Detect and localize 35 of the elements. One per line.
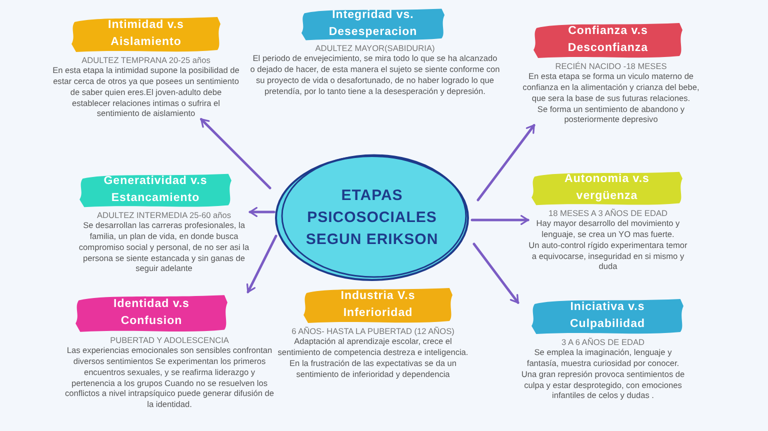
- stage-title: Iniciativa v.s Culpabilidad: [569, 300, 646, 332]
- arrow: [246, 234, 278, 294]
- age-range: 18 MESES A 3 AÑOS DE EDAD: [548, 208, 668, 218]
- central-title: ETAPAS PSICOSOCIALES SEGUN ERIKSON: [304, 186, 440, 250]
- arrow: [200, 118, 272, 190]
- description-text: Un auto-control rígido experimentara temor a equivocarse, inseguridad en si mismo y duda: [528, 240, 688, 272]
- age-range: PUBERTAD Y ADOLESCENCIA: [110, 335, 229, 346]
- description-text: Se desarrollan las carreras profesionales, la familia, un plan de vida, en donde busca compromiso social y personal, de no ser asi la persona se siente estancada y sin ganas de seguir adelante: [78, 220, 250, 274]
- arrow: [476, 124, 536, 202]
- age-range: ADULTEZ MAYOR(SABIDURIA): [315, 43, 435, 54]
- description-text: Se emplea la imaginación, lenguaje y fantasía, muestra curiosidad por conocer.: [526, 347, 680, 369]
- description-text: Las experiencias emocionales son sensibles confrontan diversos sentimientos Se experimentan los primeros encuentros sexuales, y se reafirma liderazgo y pertenencia a los grupos Cuando no se resuelven los conflictos a nivel intrapsíquico puede generar difusión de la identidad.: [64, 345, 275, 410]
- description-text: Una gran represión provoca sentimientos de culpa y estar desprotegido, con emociones infantiles de celos y dudas .: [520, 368, 686, 402]
- stage-title: Generatividad v.s Estancamiento: [102, 174, 208, 206]
- stage-title: Autonomia v.s vergüenza: [564, 172, 650, 204]
- description-text: El periodo de envejecimiento, se mira todo lo que se ha alcanzado o dejado de hacer, de esta manera el sujeto se siente conforme con su proyecto de vida o desafortunado, de no haber logrado lo que pretendía, por lo tanto tiene a la desesperación y depresión.: [250, 53, 500, 96]
- stage-title: Industria V.s Inferioridad: [340, 289, 416, 321]
- arrow: [472, 242, 520, 304]
- stage-title: Integridad vs. Desesperacion: [328, 8, 418, 40]
- description-text: Hay mayor desarrollo del movimiento y lenguaje, se crea un YO mas fuerte.: [535, 218, 681, 240]
- description-text: Adaptación al aprendizaje escolar, crece el sentimiento de competencia destreza e inteligencia.: [276, 336, 470, 358]
- arrow: [470, 215, 530, 225]
- age-range: RECIÉN NACIDO -18 MESES: [555, 61, 667, 72]
- description-text: En esta etapa la intimidad supone la posibilidad de estar cerca de otros ya que posees un sentimiento de saber quien eres.El joven-adulto debe establecer relaciones intimas o sufrira el sentimiento de aislamiento: [52, 65, 240, 120]
- description-text: En esta etapa se forma un viculo materno de confianza en la alimentación y crianza del bebe, que sera la base de sus futuras relaciones.: [522, 71, 700, 104]
- stage-title: Confianza v.s Desconfianza: [566, 24, 650, 56]
- age-range: ADULTEZ INTERMEDIA 25-60 años: [96, 210, 232, 220]
- arrow: [248, 207, 276, 217]
- stage-title: Intimidad v.s Aislamiento: [107, 18, 185, 50]
- stage-title: Identidad v.s Confusion: [112, 297, 190, 329]
- age-range: 3 A 6 AÑOS DE EDAD: [561, 337, 644, 348]
- age-range: 6 AÑOS- HASTA LA PUBERTAD (12 AÑOS): [292, 326, 454, 336]
- description-text: Se forma un sentimiento de abandono y posteriormente depresivo: [536, 104, 686, 126]
- age-range: ADULTEZ TEMPRANA 20-25 años: [82, 55, 210, 66]
- description-text: En la frustración de las expectativas se da un sentimiento de inferioridad y dependencia: [288, 358, 458, 380]
